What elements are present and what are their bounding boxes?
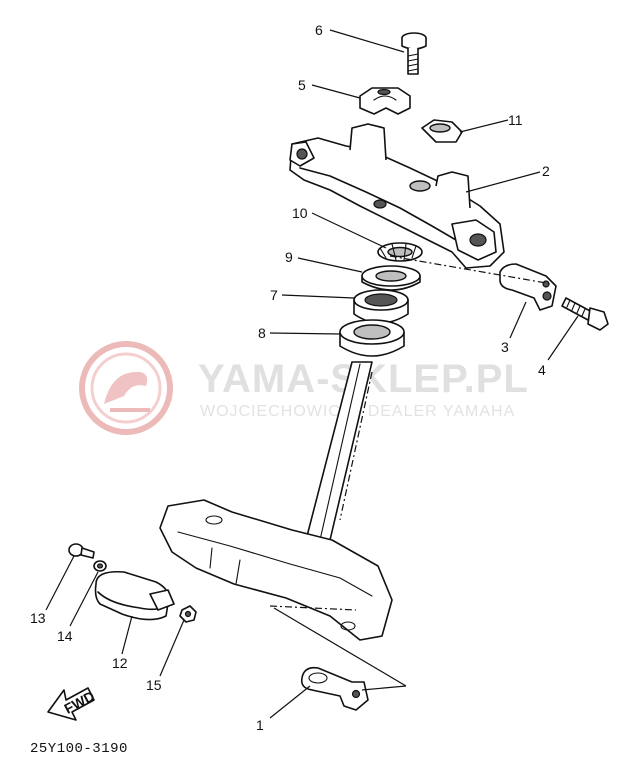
callout-labels: 6 5 11 2 10 9 7 8 3 4 1 13 14 12 15	[30, 22, 550, 733]
callout-5: 5	[298, 77, 306, 93]
callout-12: 12	[112, 655, 128, 671]
part-7-bearing	[353, 289, 409, 324]
part-11-cap	[421, 119, 463, 143]
part-6-bolt	[401, 32, 427, 75]
part-1-cable-guide	[300, 666, 369, 711]
part-5-handlebar-holder	[359, 87, 411, 115]
part-10-ring-nut	[377, 242, 423, 262]
part-4-bolt	[561, 297, 609, 331]
watermark: YAMA-SKLEP.PL WOJCIECHOWICZ | DEALER YAM…	[79, 341, 528, 435]
part-3-clamp	[499, 263, 557, 311]
steering-stem	[159, 361, 393, 641]
callout-13: 13	[30, 610, 46, 626]
callout-4: 4	[538, 362, 546, 378]
callout-14: 14	[57, 628, 73, 644]
diagram-code: 25Y100-3190	[30, 741, 128, 757]
part-8-lower-bearing	[339, 319, 405, 357]
callout-2: 2	[542, 163, 550, 179]
callout-1: 1	[256, 717, 264, 733]
part-9-washer	[361, 265, 421, 291]
part-2-upper-bracket	[289, 123, 505, 269]
callout-11: 11	[508, 112, 523, 128]
leader-lines	[45, 29, 579, 719]
callout-15: 15	[146, 677, 162, 693]
callout-7: 7	[270, 287, 278, 303]
callout-10: 10	[292, 205, 308, 221]
forward-direction-arrow: FWD	[47, 687, 97, 721]
part-14-washer	[93, 560, 107, 572]
callout-3: 3	[501, 339, 509, 355]
callout-8: 8	[258, 325, 266, 341]
callout-6: 6	[315, 22, 323, 38]
part-13-bolt	[68, 543, 95, 559]
part-15-nut	[179, 605, 197, 623]
assembly-axis-lines	[269, 255, 553, 611]
part-12-clamp	[94, 570, 175, 621]
callout-9: 9	[285, 249, 293, 265]
watermark-logo-icon	[79, 341, 173, 435]
